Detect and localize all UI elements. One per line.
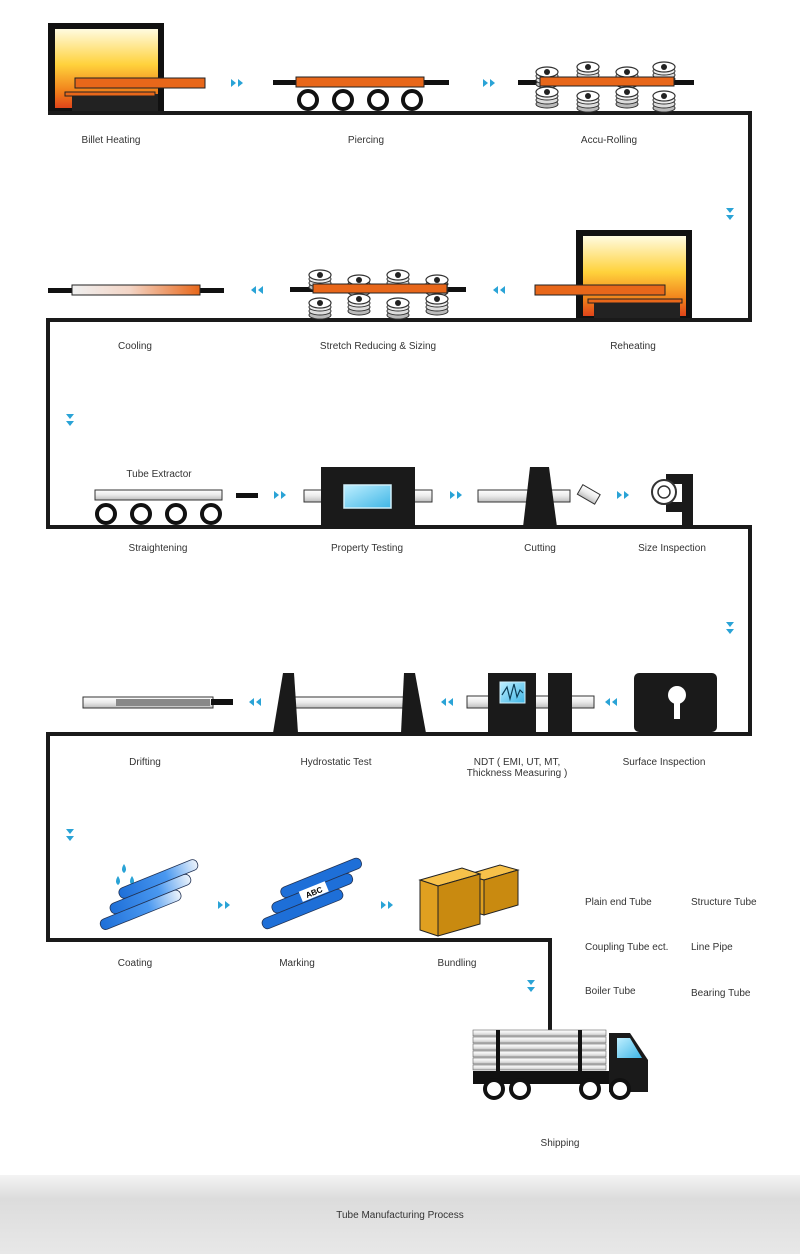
property-testing-machine-icon (303, 467, 433, 528)
flow-arrow-icon (483, 79, 495, 87)
flow-arrow-icon (274, 491, 286, 499)
cooling-bed-icon (48, 284, 224, 296)
footer-band (0, 1175, 800, 1254)
accu-rolling-mill-icon (518, 61, 694, 113)
size-inspection-gauge-icon (651, 474, 693, 526)
piercing-mill-icon (273, 76, 449, 111)
cutting-saw-icon (477, 467, 601, 527)
label-cutting: Cutting (524, 543, 556, 554)
flow-arrow-icon (605, 698, 617, 706)
product-line-pipe: Line Pipe (691, 942, 733, 953)
bundling-boxes-icon (418, 864, 520, 937)
product-coupling-tube: Coupling Tube ect. (585, 942, 669, 953)
flow-arrow-icon (66, 414, 74, 426)
billet-heating-furnace-icon (48, 23, 206, 111)
stretch-reducing-mill-icon (290, 269, 466, 320)
label-property-testing: Property Testing (330, 543, 404, 554)
label-tube-extractor: Tube Extractor (126, 469, 192, 480)
label-marking: Marking (279, 958, 315, 969)
marking-pipes-icon: ABC (261, 857, 362, 930)
flow-arrow-icon (231, 79, 243, 87)
product-structure-tube: Structure Tube (691, 897, 757, 908)
label-piercing: Piercing (347, 135, 385, 146)
label-surface-inspection: Surface Inspection (622, 757, 706, 768)
process-flow-line (46, 111, 752, 1030)
flow-arrow-icon (66, 829, 74, 841)
label-bundling: Bundling (437, 958, 477, 969)
flow-arrow-icon (381, 901, 393, 909)
flow-arrow-icon (726, 208, 734, 220)
flow-arrow-icon (493, 286, 505, 294)
footer-title: Tube Manufacturing Process (336, 1210, 464, 1221)
label-straightening: Straightening (128, 543, 188, 554)
flow-arrow-icon (218, 901, 230, 909)
hydrostatic-test-press-icon (273, 673, 426, 733)
shipping-truck-icon (472, 1029, 648, 1100)
label-accu-rolling: Accu-Rolling (580, 135, 638, 146)
label-drifting: Drifting (129, 757, 161, 768)
flow-arrow-icon (450, 491, 462, 499)
flow-arrow-icon (726, 622, 734, 634)
product-bearing-tube: Bearing Tube (691, 988, 751, 999)
drifting-mandrel-icon (82, 696, 233, 709)
label-coating: Coating (117, 958, 153, 969)
reheating-furnace-icon (534, 230, 692, 318)
label-reheating: Reheating (610, 341, 656, 352)
label-ndt: NDT ( EMI, UT, MT, Thickness Measuring ) (466, 757, 568, 779)
flow-arrow-icon (249, 698, 261, 706)
label-hydrostatic-test: Hydrostatic Test (300, 757, 372, 768)
surface-inspection-scanner-icon (634, 673, 717, 732)
label-shipping: Shipping (540, 1138, 580, 1149)
coating-pipes-icon (99, 859, 199, 930)
straightening-extractor-icon (94, 489, 258, 525)
label-cooling: Cooling (118, 341, 152, 352)
flow-arrow-icon (441, 698, 453, 706)
flow-arrow-icon (527, 980, 535, 992)
product-plain-end-tube: Plain end Tube (585, 897, 652, 908)
ndt-machine-icon (466, 673, 595, 734)
label-billet-heating: Billet Heating (81, 135, 141, 146)
flow-arrow-icon (251, 286, 263, 294)
product-boiler-tube: Boiler Tube (585, 986, 636, 997)
label-size-inspection: Size Inspection (638, 543, 706, 554)
label-stretch-reducing: Stretch Reducing & Sizing (319, 341, 437, 352)
flow-arrow-icon (617, 491, 629, 499)
